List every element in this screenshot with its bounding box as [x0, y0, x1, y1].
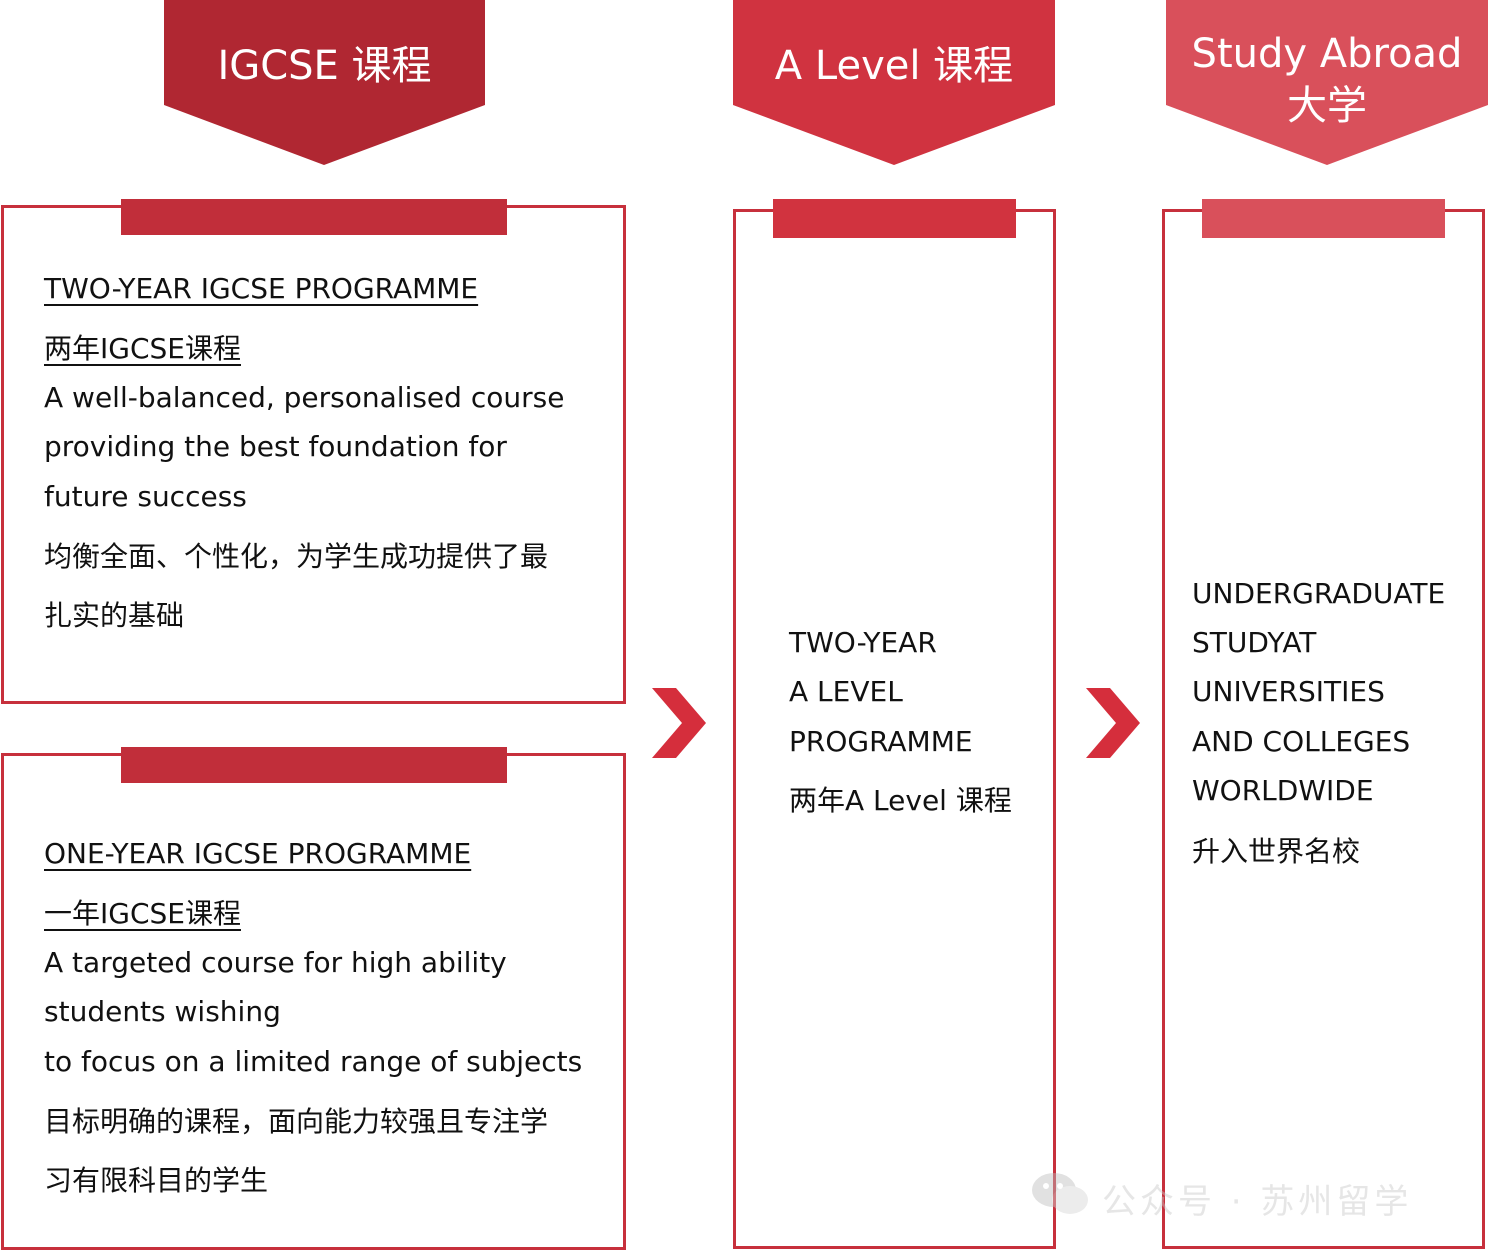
one-year-title: ONE-YEAR IGCSE PROGRAMME [44, 837, 472, 870]
alevel-box [733, 209, 1056, 1249]
one-year-title-cn: 一年IGCSE课程 [44, 897, 241, 930]
one-year-desc-cn-line-2: 习有限科目的学生 [44, 1164, 269, 1197]
university-line-5: WORLDWIDE [1192, 774, 1374, 807]
wechat-icon [1032, 1173, 1088, 1214]
two-year-title: TWO-YEAR IGCSE PROGRAMME [44, 272, 479, 305]
two-year-title-cn: 两年IGCSE课程 [44, 332, 241, 365]
banner-study-abroad: Study Abroad 大学 [1166, 0, 1488, 165]
university-tab [1202, 199, 1445, 238]
banner-alevel-shape [733, 0, 1055, 165]
banner-igcse-shape [164, 0, 485, 165]
university-box [1162, 209, 1485, 1249]
two-year-desc-line-1: A well-balanced, personalised course [44, 381, 565, 414]
one-year-desc-cn-line-1: 目标明确的课程，面向能力较强且专注学 [44, 1105, 549, 1138]
banner-igcse: IGCSE 课程 [164, 0, 485, 165]
one-year-desc-line-3: to focus on a limited range of subjects [44, 1045, 583, 1078]
university-cn: 升入世界名校 [1192, 835, 1361, 868]
chevron-right-icon [652, 688, 706, 758]
chevron-right-icon [1086, 688, 1140, 758]
alevel-line-3: PROGRAMME [789, 725, 973, 758]
two-year-igcse-box [1, 205, 626, 704]
university-line-2: STUDYAT [1192, 626, 1317, 659]
two-year-igcse-tab [121, 199, 507, 235]
alevel-line-2: A LEVEL [789, 675, 903, 708]
banner-study-shape [1166, 0, 1488, 165]
alevel-line-1: TWO-YEAR [789, 626, 937, 659]
one-year-desc-line-2: students wishing [44, 995, 281, 1028]
two-year-desc-cn-line-1: 均衡全面、个性化，为学生成功提供了最 [44, 540, 549, 573]
two-year-desc-line-2: providing the best foundation for [44, 430, 507, 463]
banner-alevel-label: A Level 课程 [774, 43, 1014, 89]
university-line-1: UNDERGRADUATE [1192, 577, 1446, 610]
banner-alevel: A Level 课程 [733, 0, 1055, 165]
banner-igcse-label: IGCSE 课程 [217, 43, 432, 89]
watermark-text: 公众号 · 苏州留学 [1102, 1182, 1413, 1222]
one-year-igcse-tab [121, 747, 507, 783]
one-year-desc-line-1: A targeted course for high ability [44, 946, 507, 979]
university-line-3: UNIVERSITIES [1192, 675, 1385, 708]
watermark: 公众号 · 苏州留学 [1030, 1168, 1460, 1222]
two-year-desc-line-3: future success [44, 480, 247, 513]
banner-study-label-1: Study Abroad [1191, 31, 1463, 77]
alevel-cn: 两年A Level 课程 [789, 784, 1012, 817]
two-year-desc-cn-line-2: 扎实的基础 [44, 599, 185, 632]
university-line-4: AND COLLEGES [1192, 725, 1411, 758]
banner-study-label-2: 大学 [1287, 83, 1367, 129]
alevel-tab [773, 199, 1016, 238]
